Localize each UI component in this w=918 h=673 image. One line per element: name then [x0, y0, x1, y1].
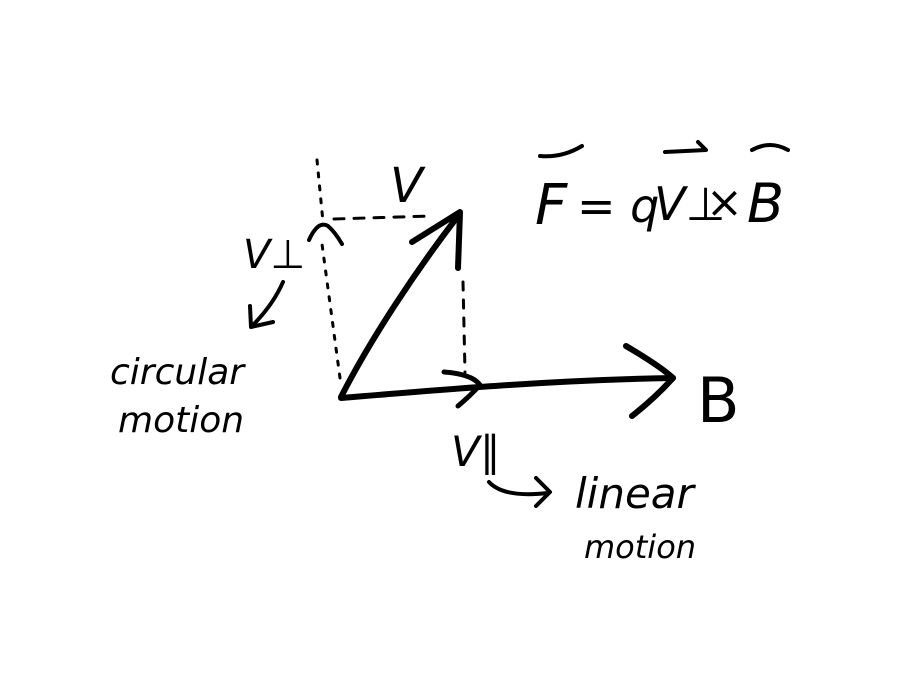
perp-projection-dotted-line: [320, 242, 342, 380]
circular-motion-line1: circular: [110, 352, 246, 393]
eq-equals-q: = q: [577, 179, 659, 233]
parallel-projection-dashed-line: [461, 280, 467, 374]
eq-v-perp: V⊥: [654, 177, 726, 231]
v-label: V: [390, 158, 426, 214]
perp-reference-dotted-line: [315, 158, 325, 224]
linear-motion-line2: motion: [584, 528, 696, 566]
v-perp-arrowhead: [307, 222, 344, 246]
force-equation: F = q V⊥ × B: [535, 140, 790, 238]
linear-motion-line1: linear: [575, 469, 697, 518]
eq-times: ×: [706, 177, 743, 228]
circular-pointer-line: [250, 280, 285, 328]
v-vector-arrowhead: [409, 209, 463, 271]
perp-to-v-dashed-line: [332, 214, 432, 221]
v-parallel-label: V∥: [451, 427, 501, 476]
circular-pointer-arrowhead: [248, 304, 275, 329]
b-vector-arrowhead: [623, 343, 676, 419]
v-perp-label: V⊥: [243, 232, 305, 278]
linear-pointer-arrowhead: [534, 476, 552, 508]
circular-motion-label: circular motion: [110, 352, 246, 441]
linear-motion-label: linear motion: [575, 469, 697, 566]
b-overarrow: [750, 143, 790, 152]
circular-motion-line2: motion: [118, 400, 244, 441]
linear-pointer-line: [487, 480, 550, 497]
v-parallel-arrowhead: [441, 369, 483, 409]
eq-f-symbol: F: [535, 173, 568, 238]
vperp-overarrow: [663, 140, 708, 154]
f-overarrow: [538, 144, 584, 159]
eq-b-symbol: B: [747, 172, 784, 235]
b-vector-line: [338, 375, 676, 401]
b-label: B: [697, 364, 740, 437]
v-vector-line: [338, 213, 461, 400]
